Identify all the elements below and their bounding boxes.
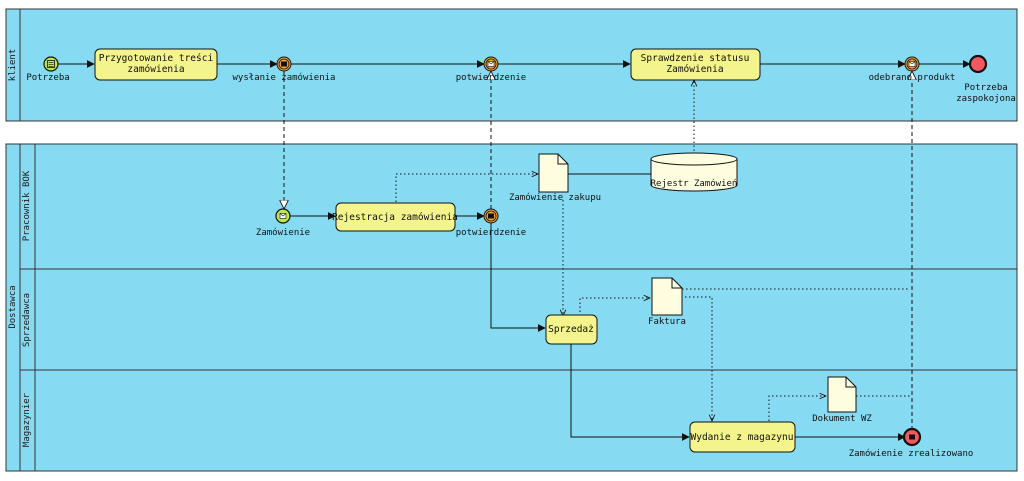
lane-bok-label: Pracownik BOK: [22, 170, 32, 241]
end-event-zrealizowano: [902, 427, 922, 447]
task-przygotowanie-line2: zamówienia: [127, 64, 184, 75]
data-object-dokument-wz: [827, 376, 857, 413]
task-wydanie-label: Wydanie z magazynu: [691, 432, 794, 443]
task-sprawdzenie[interactable]: Sprawdzenie statusu Zamówienia: [630, 48, 761, 81]
task-rejestracja[interactable]: Rejestracja zamówienia: [332, 202, 458, 232]
assoc-wydanie-wz: [768, 396, 826, 421]
event-label-zaspokojona-1: Potrzeba: [964, 83, 1007, 93]
assoc-faktura-wydanie: [685, 296, 712, 421]
event-label-odebrano: odebrano produkt: [869, 73, 956, 83]
lane-magazynier-label: Magazynier: [22, 392, 32, 447]
task-sprzedaz-label: Sprzedaż: [548, 324, 594, 335]
event-label-wyslanie: wysłanie zamówienia: [233, 72, 336, 83]
artifact-label-rejestr: Rejestr Zamówień: [651, 178, 738, 189]
intermediate-event-odebrano: [904, 56, 920, 72]
data-object-faktura: [651, 277, 683, 316]
event-label-potwierdzenie-klient: potwierdzenie: [456, 73, 526, 83]
flow-sprzedaz-wydanie: [570, 343, 690, 441]
task-przygotowanie-line1: Przygotowanie treści: [99, 53, 214, 64]
message-flows: [284, 71, 912, 430]
lane-sprzedawca-label: Sprzedawca: [22, 293, 32, 347]
start-event-zamowienie: [275, 208, 291, 224]
event-label-potwierdzenie-bok: potwierdzenie: [456, 228, 526, 238]
flow-potwierdzenie-sprzedaz: [490, 223, 546, 332]
artifact-label-zamowienie-zakupu: Zamówienie zakupu: [509, 192, 601, 203]
sequence-flows: [58, 60, 971, 441]
pool-klient-label: klient: [8, 49, 18, 82]
intermediate-event-wyslanie: [276, 56, 292, 72]
task-sprawdzenie-line2: Zamówienia: [666, 64, 723, 75]
data-object-zamowienie-zakupu: [538, 153, 569, 193]
end-event-zaspokojona: [968, 54, 988, 74]
event-label-zaspokojona-2: zaspokojona: [956, 94, 1016, 104]
associations: [395, 80, 910, 421]
event-label-zrealizowano: Zamówienie zrealizowano: [849, 448, 974, 459]
event-label-potrzeba: Potrzeba: [26, 73, 69, 83]
task-wydanie[interactable]: Wydanie z magazynu: [689, 421, 796, 453]
intermediate-event-potwierdzenie-bok: [483, 208, 499, 224]
data-store-rejestr: Rejestr Zamówień: [650, 152, 738, 192]
task-sprzedaz[interactable]: Sprzedaż: [545, 314, 598, 345]
task-przygotowanie[interactable]: Przygotowanie treści zamówienia: [94, 48, 218, 81]
start-event-potrzeba: [43, 56, 59, 72]
artifact-label-dokument-wz: Dokument WZ: [812, 414, 872, 424]
assoc-sprzedaz-faktura: [579, 298, 650, 316]
pool-dostawca: Dostawca Pracownik BOK Sprzedawca Magazy…: [5, 143, 1018, 472]
task-sprawdzenie-line1: Sprawdzenie statusu: [641, 53, 750, 64]
task-rejestracja-label: Rejestracja zamówienia: [332, 212, 458, 223]
assoc-rejestracja-zakup: [395, 174, 538, 206]
artifact-label-faktura: Faktura: [648, 317, 686, 327]
event-label-zamowienie: Zamówienie: [256, 227, 310, 238]
pool-dostawca-label: Dostawca: [8, 285, 18, 328]
intermediate-event-potwierdzenie-klient: [483, 56, 499, 72]
